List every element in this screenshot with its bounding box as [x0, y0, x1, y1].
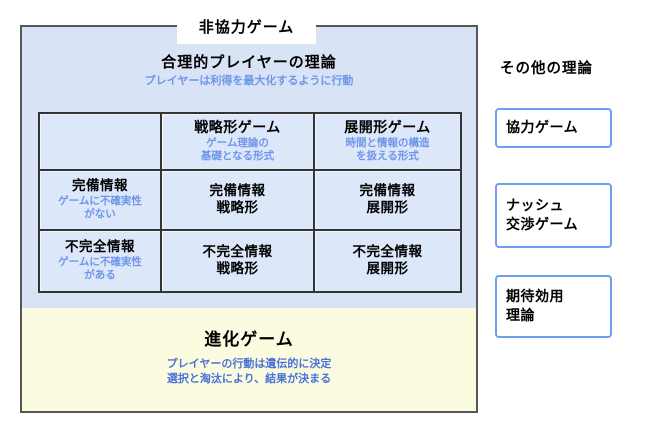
matrix-header-extensive: 展開形ゲーム 時間と情報の構造 を扱える形式: [315, 114, 460, 169]
evolutionary-games-title: 進化ゲーム: [204, 330, 294, 350]
extensive-form-title: 展開形ゲーム: [344, 119, 431, 136]
complete-info-title: 完備情報: [72, 178, 128, 195]
expected-utility-label-line2: 理論: [506, 307, 535, 324]
evolutionary-games-subtitle-line2: 選択と淘汰により、結果が決まる: [166, 372, 332, 385]
complete-info-subtitle-line1: ゲームに不確実性: [58, 195, 142, 208]
matrix-rowheader-incomplete-info: 不完全情報 ゲームに不確実性 がある: [40, 231, 160, 291]
incomplete-info-title: 不完全情報: [65, 239, 135, 256]
cooperative-games-box: 協力ゲーム: [495, 108, 612, 148]
incomplete-extensive-line2: 展開形: [366, 261, 409, 277]
matrix-rowheader-complete-info: 完備情報 ゲームに不確実性 がない: [40, 171, 160, 229]
expected-utility-label-line1: 期待効用: [506, 288, 564, 305]
matrix-corner-cell: [40, 114, 160, 169]
complete-strategic-line2: 戦略形: [216, 200, 259, 216]
incomplete-info-subtitle-line1: ゲームに不確実性: [58, 256, 142, 269]
matrix-cell-complete-extensive: 完備情報 展開形: [315, 171, 460, 229]
noncooperative-games-panel: 合理的プレイヤーの理論 プレイヤーは利得を最大化するように行動 戦略形ゲーム ゲ…: [20, 25, 478, 413]
nash-bargaining-box: ナッシュ 交渉ゲーム: [495, 183, 612, 248]
complete-info-subtitle-line2: がない: [84, 208, 116, 221]
extensive-form-subtitle-line2: を扱える形式: [356, 150, 419, 163]
incomplete-info-subtitle-line2: がある: [84, 269, 116, 282]
incomplete-extensive-line1: 不完全情報: [352, 244, 423, 261]
noncooperative-games-title: 非協力ゲーム: [177, 8, 316, 44]
game-forms-matrix: 戦略形ゲーム ゲーム理論の 基礎となる形式 展開形ゲーム 時間と情報の構造 を扱…: [38, 112, 462, 293]
rational-player-theory-title: 合理的プレイヤーの理論: [161, 53, 337, 71]
extensive-form-subtitle-line1: 時間と情報の構造: [345, 137, 430, 150]
complete-extensive-line2: 展開形: [366, 200, 409, 216]
other-theories-heading: その他の理論: [500, 61, 593, 77]
strategic-form-title: 戦略形ゲーム: [194, 119, 281, 136]
matrix-header-strategic: 戦略形ゲーム ゲーム理論の 基礎となる形式: [162, 114, 313, 169]
strategic-form-subtitle-line2: 基礎となる形式: [200, 150, 275, 163]
nash-bargaining-label-line1: ナッシュ: [506, 197, 564, 214]
cooperative-games-label: 協力ゲーム: [506, 119, 579, 136]
rational-player-theory-subtitle: プレイヤーは利得を最大化するように行動: [144, 74, 354, 87]
incomplete-strategic-line2: 戦略形: [216, 261, 259, 277]
nash-bargaining-label-line2: 交渉ゲーム: [506, 216, 579, 233]
complete-strategic-line1: 完備情報: [209, 183, 266, 200]
matrix-cell-complete-strategic: 完備情報 戦略形: [162, 171, 313, 229]
complete-extensive-line1: 完備情報: [359, 183, 416, 200]
strategic-form-subtitle-line1: ゲーム理論の: [206, 137, 269, 150]
evolutionary-games-subtitle-line1: プレイヤーの行動は遺伝的に決定: [166, 357, 332, 370]
incomplete-strategic-line1: 不完全情報: [202, 244, 273, 261]
evolutionary-games-section: 進化ゲーム プレイヤーの行動は遺伝的に決定 選択と淘汰により、結果が決まる: [22, 308, 476, 411]
matrix-cell-incomplete-extensive: 不完全情報 展開形: [315, 231, 460, 291]
matrix-cell-incomplete-strategic: 不完全情報 戦略形: [162, 231, 313, 291]
expected-utility-box: 期待効用 理論: [495, 275, 612, 338]
